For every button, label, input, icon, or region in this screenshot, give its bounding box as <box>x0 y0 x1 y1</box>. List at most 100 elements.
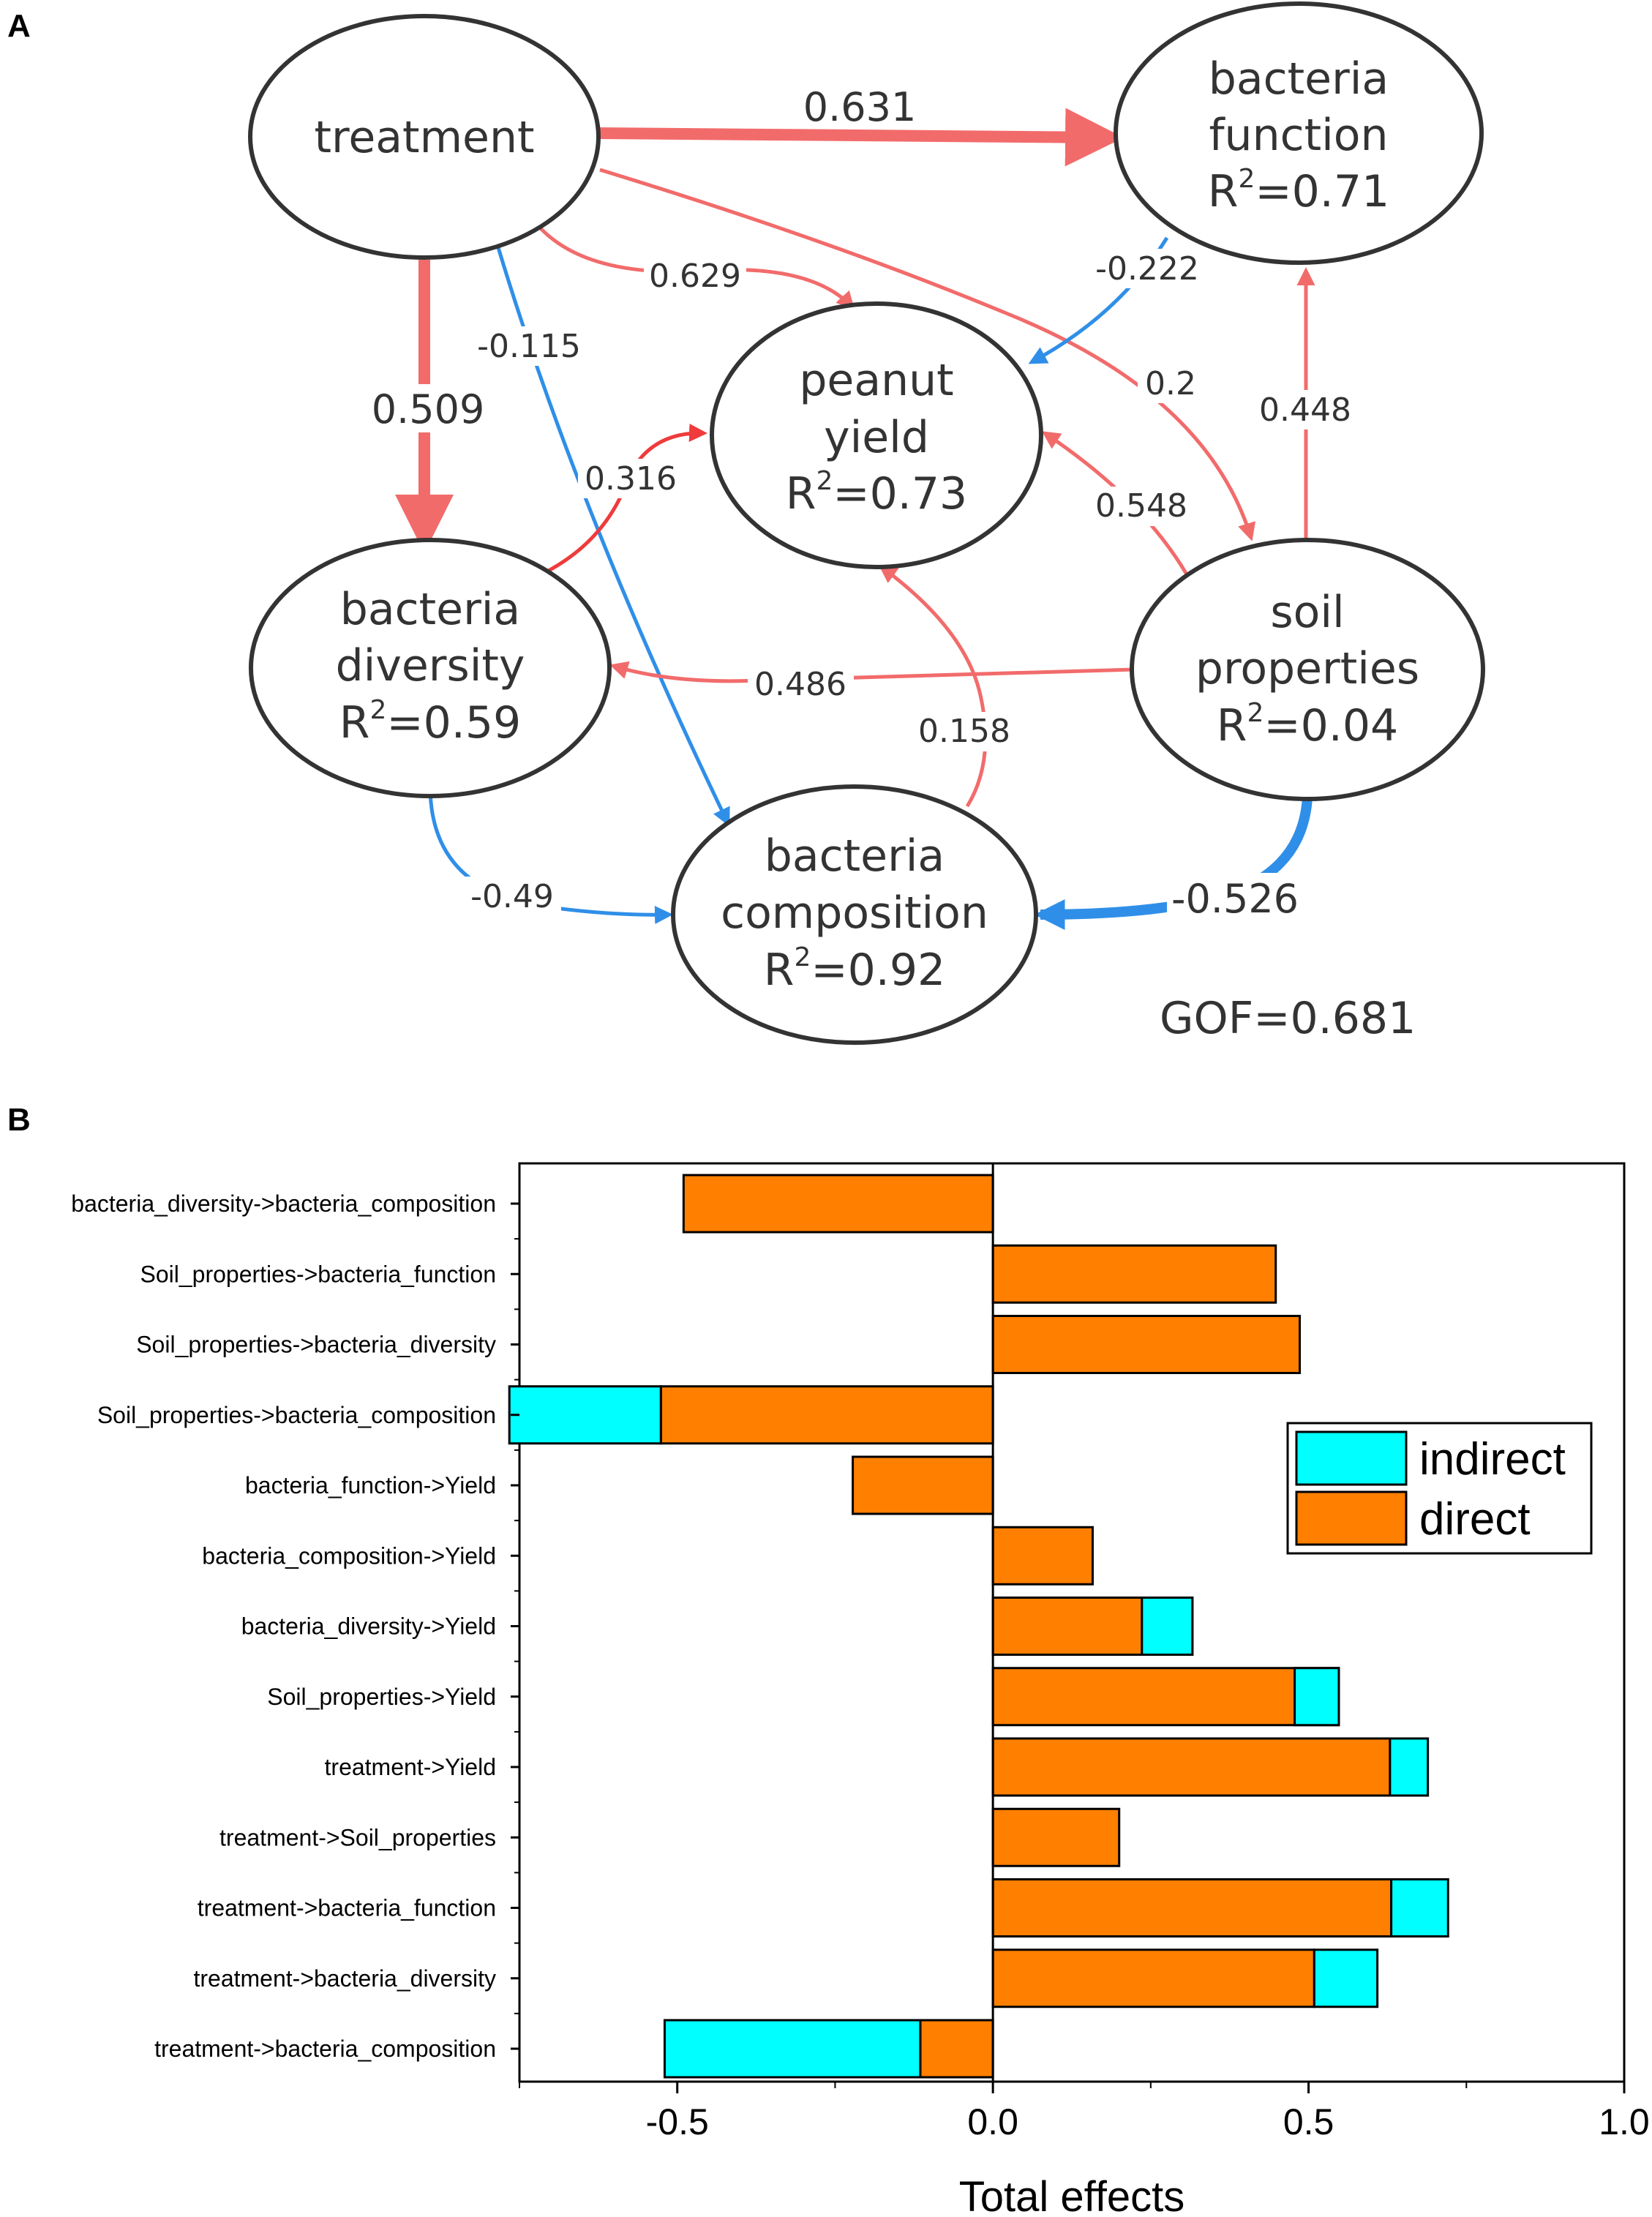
label-soil-yield: 0.548 <box>1095 487 1187 525</box>
category-label: Soil_properties->bacteria_composition <box>97 1402 496 1428</box>
label-bg-0-316 <box>578 459 684 498</box>
node-treatment: treatment <box>248 14 601 260</box>
node-bacteria-diversity-line1: bacteria <box>340 584 520 635</box>
node-bacteria-composition-line1: bacteria <box>765 830 945 882</box>
label-bg-0-2 <box>1138 364 1204 403</box>
label-bg-0-448 <box>1253 390 1359 429</box>
edge-treatment-soil <box>599 168 1256 541</box>
label-bg-minus-0-115 <box>476 326 585 366</box>
bar-direct <box>991 1244 1277 1304</box>
category-label: Soil_properties->bacteria_diversity <box>136 1332 496 1358</box>
panel-b: B bacteria_diversity->bacteria_compositi… <box>7 1102 1650 2217</box>
label-diversity-yield: 0.316 <box>585 460 677 498</box>
edge-labels: 0.629 0.631 -0.115 0.509 0.2 -0.222 0.44… <box>366 84 1359 924</box>
label-treatment-diversity: 0.509 <box>372 386 485 432</box>
panel-a-label: A <box>7 8 31 44</box>
legend-swatch-indirect <box>1295 1430 1408 1486</box>
bar-chart: bacteria_diversity->bacteria_composition… <box>71 1162 1650 2217</box>
category-label: bacteria_function->Yield <box>245 1472 496 1498</box>
x-tick-label: 0.5 <box>1283 2101 1334 2142</box>
label-bg-minus-0-222 <box>1090 249 1207 288</box>
node-bacteria-function: bacteria function R2=0.71 <box>1114 1 1484 265</box>
bar-direct <box>991 1315 1301 1374</box>
bar-direct <box>682 1174 994 1234</box>
node-peanut-yield-r2: R2=0.73 <box>786 466 967 519</box>
label-bg-minus-0-526 <box>1167 873 1306 924</box>
category-label: treatment->bacteria_diversity <box>193 1965 496 1992</box>
bar-direct <box>919 2019 994 2079</box>
node-soil-properties-line1: soil <box>1270 587 1344 638</box>
label-composition-yield: 0.158 <box>918 713 1010 750</box>
bar-indirect <box>1389 1737 1430 1797</box>
edge-diversity-yield <box>540 423 707 577</box>
label-treatment-yield: 0.629 <box>649 258 741 295</box>
panel-b-label: B <box>7 1102 31 1138</box>
legend-label-direct: direct <box>1419 1494 1531 1545</box>
label-soil-diversity: 0.486 <box>754 666 846 703</box>
node-treatment-label: treatment <box>315 112 535 163</box>
category-label: treatment->bacteria_function <box>198 1895 496 1921</box>
node-bacteria-function-line2: function <box>1209 110 1388 161</box>
bar-direct <box>991 1807 1121 1867</box>
category-label: bacteria_diversity->bacteria_composition <box>71 1190 496 1217</box>
label-treatment-soil: 0.2 <box>1145 365 1196 402</box>
node-bacteria-composition-line2: composition <box>721 888 988 939</box>
bar-direct <box>991 1526 1094 1586</box>
gof-label: GOF=0.681 <box>1160 993 1416 1044</box>
label-soil-composition: -0.526 <box>1171 876 1299 922</box>
label-bg-0-158 <box>911 712 1017 751</box>
node-soil-properties: soil properties R2=0.04 <box>1130 538 1485 801</box>
bar-direct <box>991 1667 1340 1727</box>
category-label: Soil_properties->Yield <box>267 1684 496 1710</box>
node-soil-properties-r2: R2=0.04 <box>1217 698 1398 751</box>
bar-direct <box>659 1385 994 1445</box>
label-bg-0-629 <box>644 256 746 296</box>
category-label: treatment->Yield <box>325 1754 496 1780</box>
node-bacteria-function-line1: bacteria <box>1209 53 1389 105</box>
bar-indirect <box>1313 1948 1379 2008</box>
x-tick-label: 0.0 <box>967 2101 1018 2142</box>
label-bg-0-486 <box>748 664 854 704</box>
node-bacteria-diversity: bacteria diversity R2=0.59 <box>249 538 612 798</box>
category-label: treatment->bacteria_composition <box>154 2036 496 2062</box>
label-treatment-composition: -0.115 <box>477 328 581 365</box>
category-label: bacteria_composition->Yield <box>202 1542 496 1569</box>
bar-indirect <box>1141 1597 1194 1656</box>
edge-composition-yield <box>878 565 988 808</box>
bar-direct <box>991 1737 1392 1797</box>
label-soil-function: 0.448 <box>1259 391 1351 429</box>
node-bacteria-diversity-line2: diversity <box>336 640 525 691</box>
bar-indirect <box>1390 1878 1449 1937</box>
edge-soil-diversity <box>609 661 1135 683</box>
label-function-yield: -0.222 <box>1095 250 1199 288</box>
x-tick-label: -0.5 <box>646 2101 709 2142</box>
label-bg-minus-0-49 <box>462 877 561 916</box>
bar-direct <box>852 1455 994 1515</box>
node-peanut-yield-line2: yield <box>824 412 929 463</box>
legend-swatch-direct <box>1295 1490 1408 1546</box>
edge-treatment-function <box>598 108 1124 167</box>
node-peanut-yield-line1: peanut <box>799 355 953 406</box>
bar-indirect <box>1294 1667 1340 1727</box>
x-tick-label: 1.0 <box>1599 2101 1650 2142</box>
label-treatment-function: 0.631 <box>803 84 917 130</box>
category-label: bacteria_diversity->Yield <box>241 1613 496 1640</box>
node-bacteria-composition: bacteria composition R2=0.92 <box>671 784 1038 1045</box>
bar-direct <box>991 1948 1315 2008</box>
legend-label-indirect: indirect <box>1419 1434 1566 1485</box>
label-bg-0-509 <box>366 384 490 432</box>
node-bacteria-composition-r2: R2=0.92 <box>764 942 945 996</box>
category-label: treatment->Soil_properties <box>219 1824 496 1850</box>
bar-indirect <box>508 1385 662 1445</box>
node-peanut-yield: peanut yield R2=0.73 <box>710 301 1043 569</box>
edge-treatment-composition <box>495 244 730 827</box>
label-diversity-composition: -0.49 <box>470 878 554 915</box>
node-bacteria-function-r2: R2=0.71 <box>1208 164 1389 217</box>
node-soil-properties-line2: properties <box>1195 643 1419 694</box>
label-bg-0-548 <box>1089 487 1195 526</box>
x-axis-title: Total effects <box>959 2173 1184 2217</box>
bar-indirect <box>663 2019 922 2079</box>
category-label: Soil_properties->bacteria_function <box>140 1261 496 1287</box>
panel-a: A 0.629 0.631 -0.115 0.509 <box>7 1 1485 1045</box>
